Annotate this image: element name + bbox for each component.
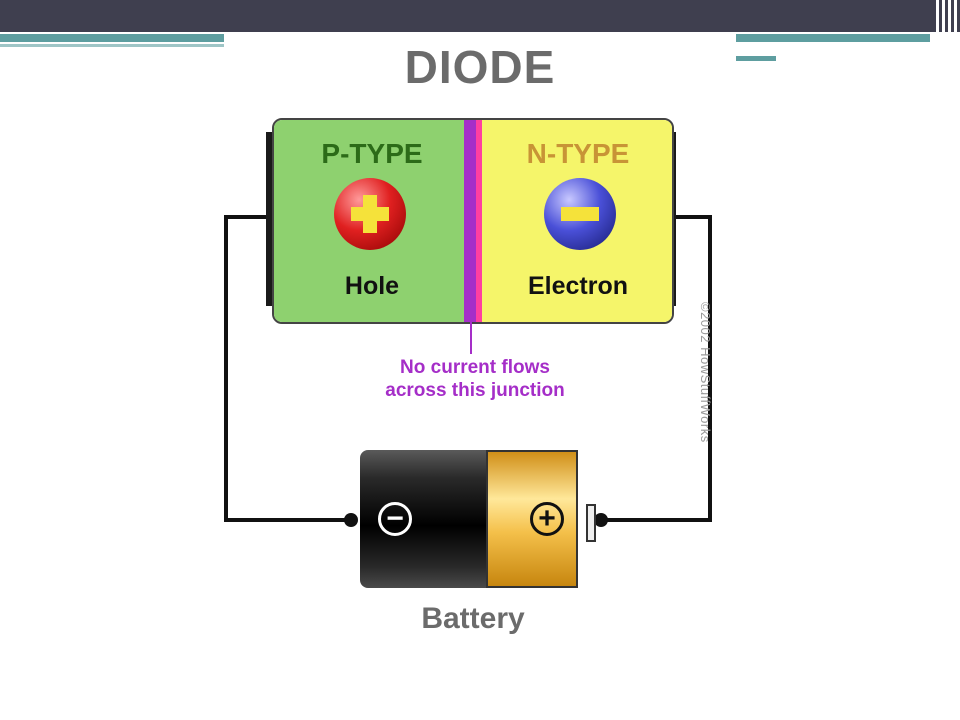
junction-highlight xyxy=(476,120,482,322)
minus-sign xyxy=(561,207,599,221)
ornament-bar xyxy=(954,0,957,58)
plus-circle-icon: + xyxy=(530,502,564,536)
minus-circle-icon: − xyxy=(378,502,412,536)
ornament-bar xyxy=(942,0,945,52)
battery-label: Battery xyxy=(421,602,525,635)
corner-ornament xyxy=(930,0,960,66)
battery: − + xyxy=(360,450,582,588)
slide-top-bar xyxy=(0,0,960,32)
wire-right-vertical xyxy=(708,215,712,522)
diode-body: P-TYPE N-TYPE Hole Electron xyxy=(272,118,674,324)
battery-terminal-nub xyxy=(586,504,596,542)
accent-stripe-left xyxy=(0,34,224,42)
junction-pointer-line xyxy=(470,320,472,354)
diode-diagram: DIODE P-TYPE N-TYPE Hole Electron No cur… xyxy=(224,32,736,652)
wire-right-top xyxy=(674,215,712,219)
electron-label: Electron xyxy=(527,272,629,300)
p-type-label: P-TYPE xyxy=(321,138,423,169)
accent-stripe-right-lower xyxy=(736,56,776,61)
wire-left-vertical xyxy=(224,215,228,522)
junction-note: No current flows across this junction xyxy=(320,356,630,402)
ornament-bar xyxy=(936,0,939,40)
junction-boundary xyxy=(464,120,476,322)
junction-note-line1: No current flows xyxy=(400,357,550,378)
plus-sign-vertical xyxy=(363,195,377,233)
n-type-label: N-TYPE xyxy=(526,138,630,169)
diagram-title: DIODE xyxy=(404,41,556,93)
diode-end-cap-left xyxy=(266,132,274,306)
hole-charge-icon xyxy=(334,178,406,250)
electron-charge-icon xyxy=(544,178,616,250)
wire-left-top xyxy=(224,215,266,219)
wire-node-positive xyxy=(594,513,608,527)
accent-stripe-left-lower xyxy=(0,44,224,47)
wire-node-negative xyxy=(344,513,358,527)
wire-left-bottom xyxy=(224,518,356,522)
wire-right-bottom xyxy=(596,518,712,522)
hole-label: Hole xyxy=(344,272,400,300)
accent-stripe-right xyxy=(736,34,930,42)
ornament-bar xyxy=(948,0,951,64)
junction-note-line2: across this junction xyxy=(385,380,565,401)
copyright-notice: ©2002 HowStuffWorks xyxy=(698,302,713,443)
